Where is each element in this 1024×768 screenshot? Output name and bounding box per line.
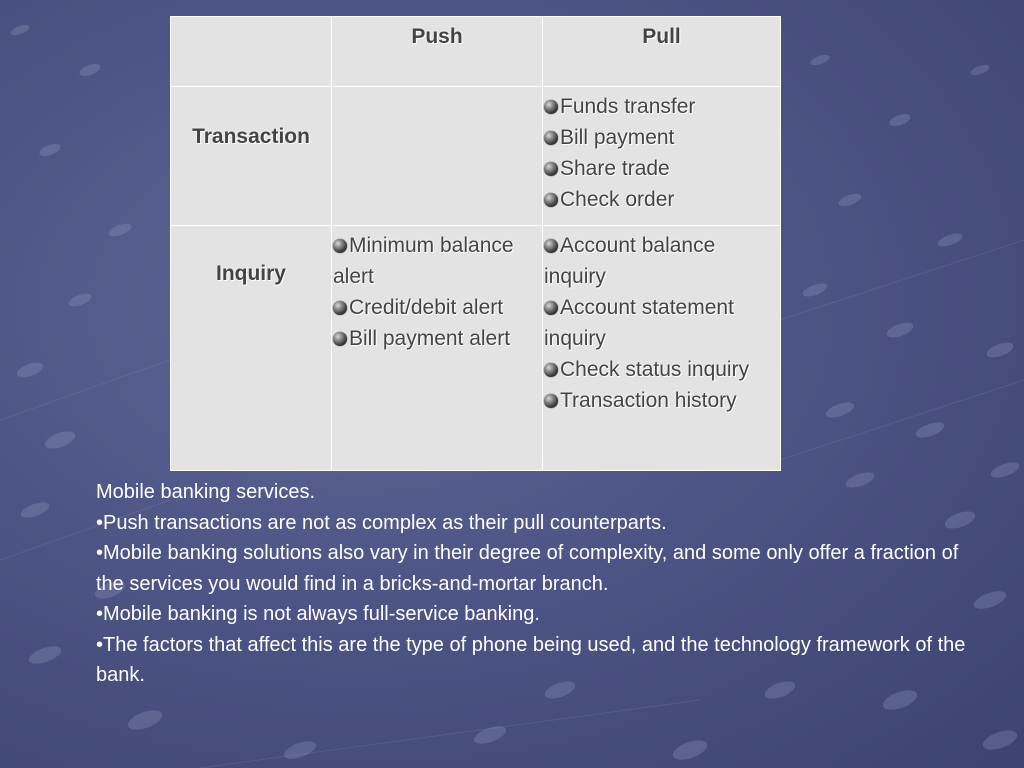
sphere-bullet-icon — [544, 301, 558, 315]
list-item: Account statement inquiry — [544, 296, 734, 350]
table-header-row: Push Pull — [170, 16, 781, 87]
sphere-bullet-icon — [333, 239, 347, 253]
note-line: •The factors that affect this are the ty… — [96, 633, 966, 687]
corner-cell — [170, 16, 332, 87]
note-line: •Mobile banking solutions also vary in t… — [96, 542, 959, 595]
sphere-bullet-icon — [544, 193, 558, 207]
transaction-pull-cell: Funds transfer Bill payment Share trade … — [542, 86, 781, 226]
services-table: Push Pull Transaction Funds transfer Bil… — [170, 16, 781, 471]
table-row-inquiry: Inquiry Minimum balance alert Credit/deb… — [170, 225, 781, 471]
list-item: Account balance inquiry — [544, 234, 716, 288]
list-item: Bill payment — [544, 122, 780, 153]
inquiry-pull-cell: Account balance inquiry Account statemen… — [542, 225, 781, 471]
list-item: Credit/debit alert — [333, 292, 542, 323]
sphere-bullet-icon — [544, 162, 558, 176]
table-row-transaction: Transaction Funds transfer Bill payment … — [170, 86, 781, 226]
sphere-bullet-icon — [544, 131, 558, 145]
note-line: Mobile banking services. — [96, 481, 315, 503]
list-item: Bill payment alert — [333, 323, 542, 354]
transaction-push-cell — [331, 86, 543, 226]
list-item: Share trade — [544, 153, 780, 184]
list-item: Check status inquiry — [544, 354, 780, 385]
sphere-bullet-icon — [544, 100, 558, 114]
note-line: •Push transactions are not as complex as… — [96, 511, 667, 534]
note-line: •Mobile banking is not always full-servi… — [96, 603, 540, 625]
sphere-bullet-icon — [333, 332, 347, 346]
list-item: Transaction history — [544, 385, 780, 416]
row-label-transaction: Transaction — [170, 86, 332, 226]
header-push: Push — [331, 16, 543, 87]
inquiry-push-cell: Minimum balance alert Credit/debit alert… — [331, 225, 543, 471]
list-item: Check order — [544, 184, 780, 215]
sphere-bullet-icon — [333, 301, 347, 315]
row-label-inquiry: Inquiry — [170, 225, 332, 471]
sphere-bullet-icon — [544, 394, 558, 408]
slide-notes: Mobile banking services. •Push transacti… — [96, 477, 976, 691]
list-item: Funds transfer — [544, 91, 780, 122]
list-item: Minimum balance alert — [333, 234, 514, 288]
sphere-bullet-icon — [544, 239, 558, 253]
sphere-bullet-icon — [544, 363, 558, 377]
header-pull: Pull — [542, 16, 781, 87]
